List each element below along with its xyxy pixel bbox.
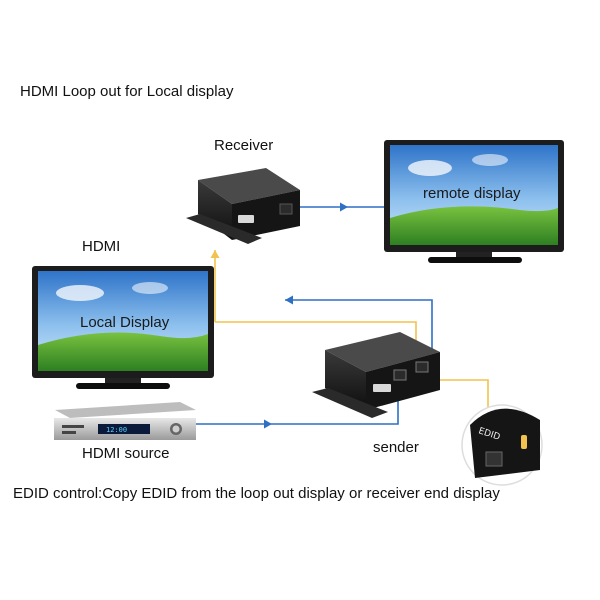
local-display-label: Local Display [80, 314, 170, 331]
remote-display-label: remote display [423, 185, 521, 202]
line-sender-to-receiver [285, 299, 433, 352]
dvd-display-text: 12:00 [106, 426, 127, 434]
hdmi-port-icon [373, 384, 391, 392]
arrow-icon [264, 419, 272, 429]
hdmi-source-label: HDMI source [82, 445, 170, 462]
hdmi-label: HDMI [82, 238, 121, 255]
receiver-device [186, 168, 300, 244]
dvd-player: 12:00 [54, 402, 196, 440]
footer-note: EDID control:Copy EDID from the loop out… [13, 485, 500, 502]
hdmi-port-icon [238, 215, 254, 223]
remote-display-tv [384, 140, 564, 263]
local-display-tv [32, 266, 214, 389]
arrow-icon [340, 202, 348, 212]
edid-switch-icon [485, 451, 503, 467]
edid-switch-zoom: EDID [461, 404, 543, 486]
arrow-icon [210, 250, 220, 258]
sender-label: sender [373, 439, 419, 456]
diagram-title: HDMI Loop out for Local display [20, 83, 234, 100]
sender-device [312, 332, 440, 418]
receiver-label: Receiver [214, 137, 274, 154]
arrow-icon [285, 295, 293, 305]
